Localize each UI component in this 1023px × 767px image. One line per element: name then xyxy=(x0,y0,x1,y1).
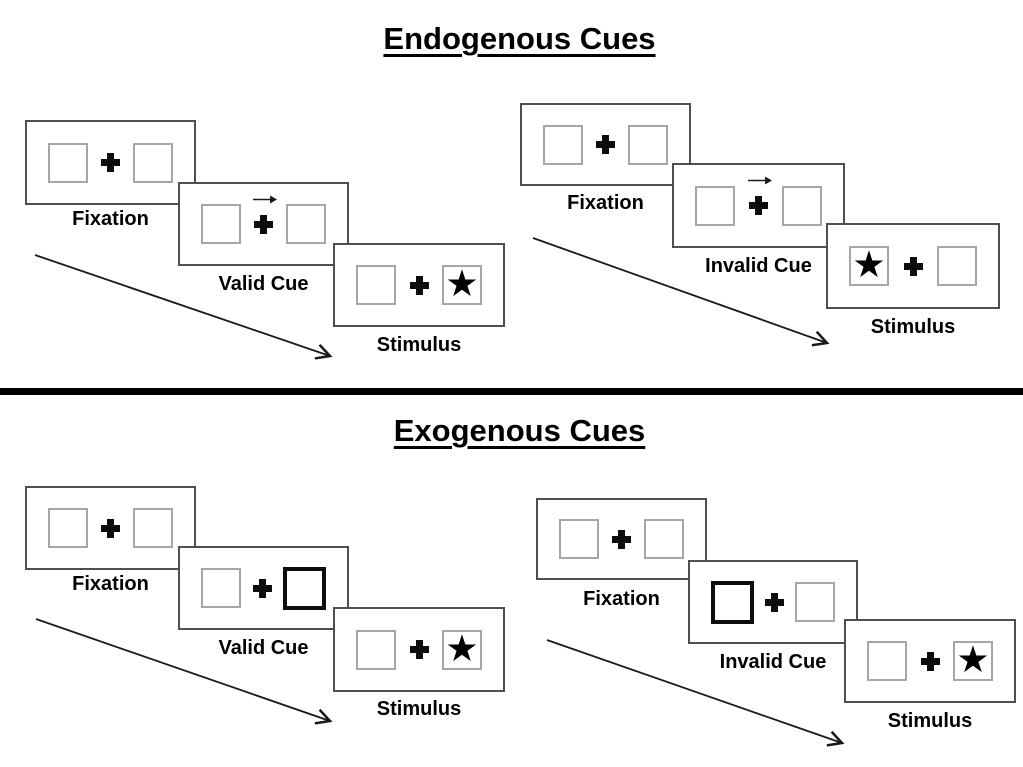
plus-icon xyxy=(101,518,120,538)
fixation-cross xyxy=(903,256,924,277)
plus-icon xyxy=(409,640,429,659)
panel-label: Stimulus xyxy=(887,710,973,732)
right-box-with-star: ★ xyxy=(442,626,482,670)
right-box xyxy=(782,185,822,226)
panel-label: Fixation xyxy=(72,208,149,230)
panel-label: Valid Cue xyxy=(218,637,309,659)
right-box xyxy=(628,124,668,165)
panel-fixation xyxy=(25,120,196,205)
fixation-cross xyxy=(409,275,430,296)
right-box xyxy=(133,142,173,183)
left-box xyxy=(48,142,88,183)
panel-valid-cue xyxy=(178,182,349,266)
fixation-cross xyxy=(409,639,430,660)
panel-stimulus: ★ xyxy=(826,223,1000,309)
right-box-with-star: ★ xyxy=(953,641,993,681)
plus-icon xyxy=(596,135,615,154)
panel-label: Fixation xyxy=(583,588,660,610)
left-cue-box xyxy=(711,580,754,624)
panel-stimulus: ★ xyxy=(333,607,505,692)
left-box xyxy=(559,519,599,559)
fixation-cross xyxy=(920,651,941,672)
timeline-arrow-exogenous-valid xyxy=(35,618,330,721)
plus-icon xyxy=(612,529,631,549)
right-cue-box xyxy=(283,566,326,610)
cue-arrow-right-icon xyxy=(252,195,277,203)
left-box xyxy=(48,508,88,548)
panel-valid-cue xyxy=(178,546,349,630)
plus-icon xyxy=(920,651,940,671)
left-box xyxy=(356,265,396,305)
right-box-with-star: ★ xyxy=(442,265,482,305)
section-divider xyxy=(0,388,1023,395)
fixation-cross xyxy=(611,529,632,550)
left-box xyxy=(201,568,241,608)
cue-arrow-right-icon xyxy=(747,176,772,185)
panel-label: Fixation xyxy=(567,192,644,214)
fixation-cross xyxy=(764,592,785,613)
panel-stimulus: ★ xyxy=(844,619,1016,703)
panel-label: Stimulus xyxy=(376,698,462,720)
right-box xyxy=(286,204,326,244)
timeline-arrow-endogenous-valid xyxy=(34,254,330,356)
plus-icon xyxy=(903,256,923,276)
panel-stimulus: ★ xyxy=(333,243,505,327)
panel-fixation xyxy=(536,498,707,580)
star-icon: ★ xyxy=(445,626,479,670)
section-title-text: Exogenous Cues xyxy=(393,413,646,448)
left-box xyxy=(867,641,907,681)
fixation-cross xyxy=(100,518,121,539)
panel-label: Stimulus xyxy=(376,334,462,356)
left-box xyxy=(201,204,241,244)
plus-icon xyxy=(101,153,120,172)
star-icon: ★ xyxy=(852,243,886,286)
panel-fixation xyxy=(25,486,196,570)
panel-label: Valid Cue xyxy=(218,273,309,295)
left-box xyxy=(543,124,583,165)
fixation-cross xyxy=(595,134,616,155)
fixation-cross xyxy=(252,195,277,235)
panel-label: Fixation xyxy=(72,573,149,595)
panel-invalid-cue xyxy=(688,560,858,644)
plus-icon xyxy=(409,275,429,295)
star-icon: ★ xyxy=(445,262,479,305)
panel-fixation xyxy=(520,103,691,186)
fixation-cross xyxy=(100,152,121,173)
section-title-exogenous: Exogenous Cues xyxy=(0,413,1023,449)
panel-label: Invalid Cue xyxy=(705,255,812,277)
left-box xyxy=(356,629,396,670)
right-box xyxy=(133,508,173,548)
plus-icon xyxy=(254,214,273,234)
right-box xyxy=(937,246,977,286)
panel-label: Invalid Cue xyxy=(719,651,827,673)
fixation-cross xyxy=(747,176,772,216)
section-title-text: Endogenous Cues xyxy=(383,21,656,56)
panel-invalid-cue xyxy=(672,163,845,248)
plus-icon xyxy=(252,578,272,598)
star-icon: ★ xyxy=(956,638,990,681)
panel-label: Stimulus xyxy=(870,316,956,338)
left-box xyxy=(695,185,735,226)
plus-icon xyxy=(765,592,784,612)
section-title-endogenous: Endogenous Cues xyxy=(0,21,1023,57)
right-box xyxy=(644,519,684,559)
fixation-cross xyxy=(252,578,273,599)
right-box xyxy=(795,582,835,622)
plus-icon xyxy=(749,196,768,215)
left-box-with-star: ★ xyxy=(849,246,889,286)
